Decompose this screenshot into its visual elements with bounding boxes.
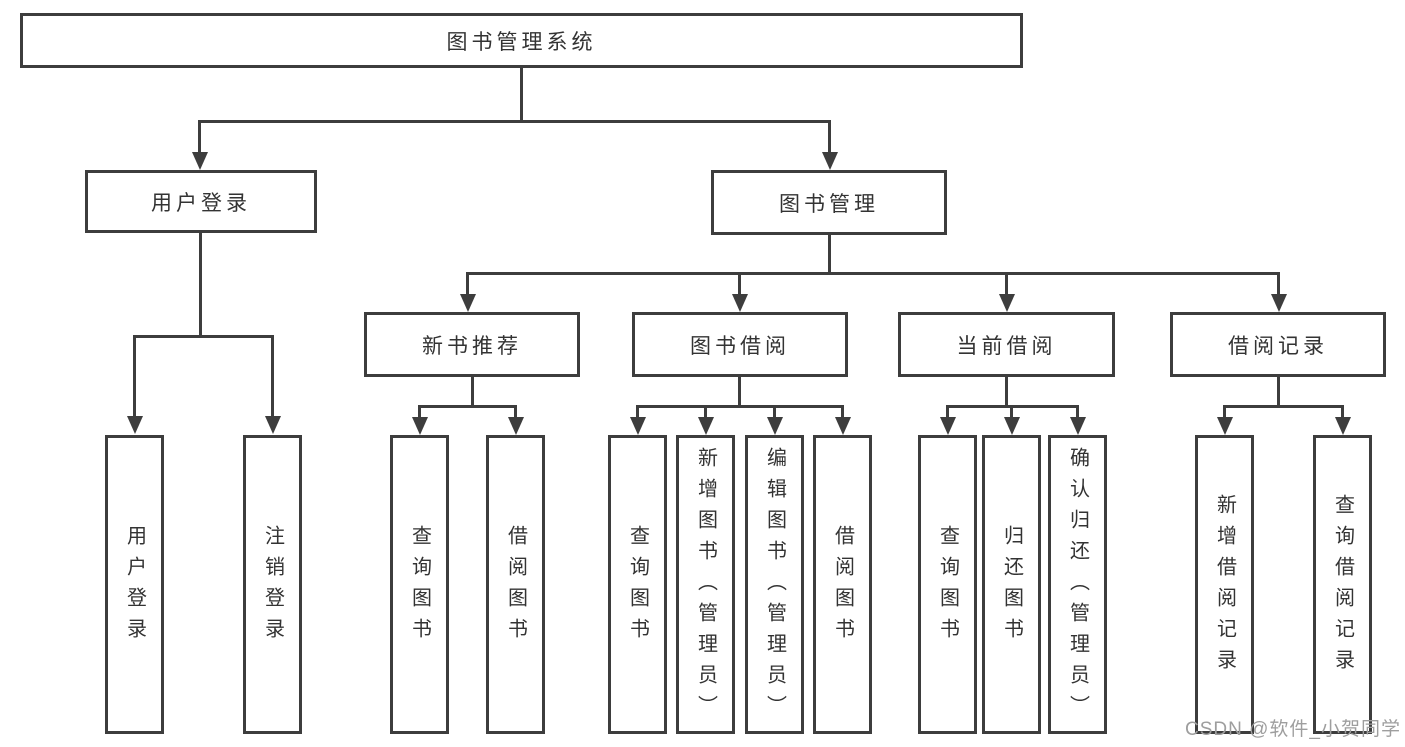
arrow-to-current-borrowing bbox=[999, 294, 1015, 312]
csdn-watermark: CSDN @软件_小贺同学 bbox=[1185, 719, 1401, 740]
node-new-book-recommendation: 新书推荐 bbox=[364, 312, 580, 377]
connector-drop-g5-1 bbox=[1341, 405, 1344, 417]
node-user-login: 用户登录 bbox=[85, 170, 317, 233]
connector-drop-g3-1 bbox=[704, 405, 707, 417]
arrow-to-leaf-login bbox=[127, 416, 143, 434]
connector-drop-g4-2 bbox=[1076, 405, 1079, 417]
node-library-management-system: 图书管理系统 bbox=[20, 13, 1023, 68]
arrow-to-book-borrowing bbox=[732, 294, 748, 312]
connector-drop-book-borrowing bbox=[738, 272, 741, 296]
connector-userlogin-rail bbox=[133, 335, 273, 338]
connector-drop-g3-2 bbox=[773, 405, 776, 417]
connector-bookmgmt-stem bbox=[828, 235, 831, 272]
leaf-add-borrow-record: 新增借阅记录 bbox=[1195, 435, 1254, 734]
leaf-query-books-current: 查询图书 bbox=[918, 435, 977, 734]
arrow-to-g3-1 bbox=[698, 417, 714, 435]
connector-bookborrow-rail bbox=[636, 405, 844, 408]
connector-drop-new-books bbox=[466, 272, 469, 296]
arrow-to-g2-0 bbox=[412, 417, 428, 435]
connector-root-rail bbox=[198, 120, 831, 123]
connector-currentborrow-stem bbox=[1005, 377, 1008, 405]
arrow-to-g4-2 bbox=[1070, 417, 1086, 435]
connector-drop-borrowing-records bbox=[1277, 272, 1280, 296]
node-book-management: 图书管理 bbox=[711, 170, 947, 235]
leaf-add-books-admin: 新增图书（管理员） bbox=[676, 435, 735, 734]
arrow-to-g4-1 bbox=[1004, 417, 1020, 435]
leaf-confirm-return-admin: 确认归还（管理员） bbox=[1048, 435, 1107, 734]
arrow-to-leaf-logout bbox=[265, 416, 281, 434]
node-book-borrowing: 图书借阅 bbox=[632, 312, 848, 377]
connector-drop-g5-0 bbox=[1223, 405, 1226, 417]
leaf-query-borrow-record: 查询借阅记录 bbox=[1313, 435, 1372, 734]
connector-bookborrow-stem bbox=[738, 377, 741, 405]
connector-drop-leaf-logout bbox=[271, 335, 274, 416]
connector-drop-g3-3 bbox=[841, 405, 844, 417]
arrow-to-new-books bbox=[460, 294, 476, 312]
connector-borrowrecords-rail bbox=[1223, 405, 1344, 408]
leaf-query-books-newbooks: 查询图书 bbox=[390, 435, 449, 734]
arrow-to-borrowing-records bbox=[1271, 294, 1287, 312]
connector-drop-g4-1 bbox=[1010, 405, 1013, 417]
leaf-query-books-borrowing: 查询图书 bbox=[608, 435, 667, 734]
node-borrowing-records: 借阅记录 bbox=[1170, 312, 1386, 377]
connector-drop-g3-0 bbox=[636, 405, 639, 417]
connector-userlogin-stem bbox=[199, 233, 202, 335]
connector-drop-current-borrowing bbox=[1005, 272, 1008, 296]
arrow-to-book-management bbox=[822, 152, 838, 170]
leaf-edit-books-admin: 编辑图书（管理员） bbox=[745, 435, 804, 734]
connector-newbooks-rail bbox=[418, 405, 517, 408]
arrow-to-g3-2 bbox=[767, 417, 783, 435]
connector-newbooks-stem bbox=[471, 377, 474, 405]
connector-drop-g4-0 bbox=[946, 405, 949, 417]
arrow-to-g5-1 bbox=[1335, 417, 1351, 435]
arrow-to-g3-0 bbox=[630, 417, 646, 435]
leaf-borrow-books-newbooks: 借阅图书 bbox=[486, 435, 545, 734]
arrow-to-user-login bbox=[192, 152, 208, 170]
arrow-to-g4-0 bbox=[940, 417, 956, 435]
leaf-logout: 注销登录 bbox=[243, 435, 302, 734]
connector-borrowrecords-stem bbox=[1277, 377, 1280, 405]
connector-drop-leaf-login bbox=[133, 335, 136, 416]
arrow-to-g5-0 bbox=[1217, 417, 1233, 435]
leaf-user-login: 用户登录 bbox=[105, 435, 164, 734]
connector-drop-g2-1 bbox=[514, 405, 517, 417]
connector-bookmgmt-rail bbox=[466, 272, 1280, 275]
arrow-to-g3-3 bbox=[835, 417, 851, 435]
arrow-to-g2-1 bbox=[508, 417, 524, 435]
leaf-return-books: 归还图书 bbox=[982, 435, 1041, 734]
connector-root-stem bbox=[520, 68, 523, 120]
connector-drop-user-login bbox=[198, 120, 201, 154]
leaf-borrow-books-borrowing: 借阅图书 bbox=[813, 435, 872, 734]
connector-drop-g2-0 bbox=[418, 405, 421, 417]
node-current-borrowing: 当前借阅 bbox=[898, 312, 1115, 377]
connector-drop-book-management bbox=[828, 120, 831, 154]
